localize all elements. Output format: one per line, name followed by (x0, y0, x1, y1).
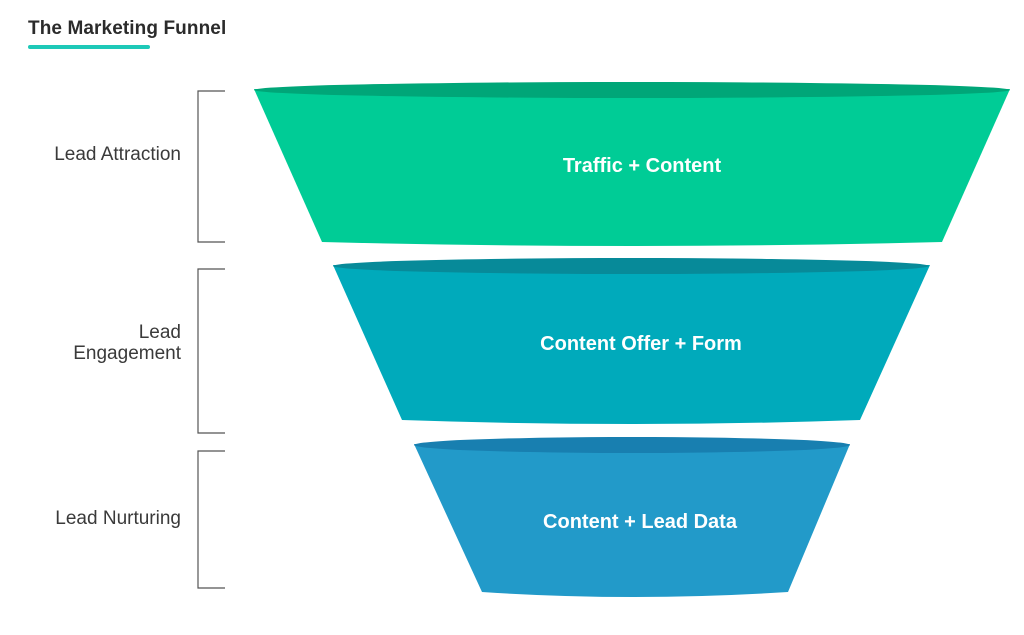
funnel-band-2-rim (333, 258, 929, 274)
bracket-lead-attraction (197, 90, 225, 243)
bracket-lead-nurturing (197, 450, 225, 589)
title-underline (28, 45, 150, 49)
funnel-band-1 (254, 89, 1010, 246)
page-title: The Marketing Funnel (28, 18, 227, 39)
funnel-stage-content-lead-data: Content + Lead Data (414, 437, 850, 597)
funnel-band-3-text: Content + Lead Data (543, 511, 738, 533)
bracket-lead-engagement (197, 268, 225, 434)
funnel-band-2-text: Content Offer + Form (540, 333, 742, 355)
funnel-band-3 (414, 444, 850, 597)
stage-label-lead-engagement: Lead Engagement (73, 322, 181, 364)
funnel-stage-traffic-content: Traffic + Content (254, 82, 1010, 246)
funnel-band-2 (333, 265, 930, 424)
stage-label-lead-nurturing: Lead Nurturing (55, 508, 181, 529)
funnel-band-3-rim (414, 437, 850, 453)
funnel-stage-content-offer-form: Content Offer + Form (333, 258, 930, 424)
funnel-band-1-text: Traffic + Content (563, 155, 722, 177)
stage-label-lead-attraction: Lead Attraction (54, 144, 181, 165)
funnel-band-1-rim (254, 82, 1010, 98)
